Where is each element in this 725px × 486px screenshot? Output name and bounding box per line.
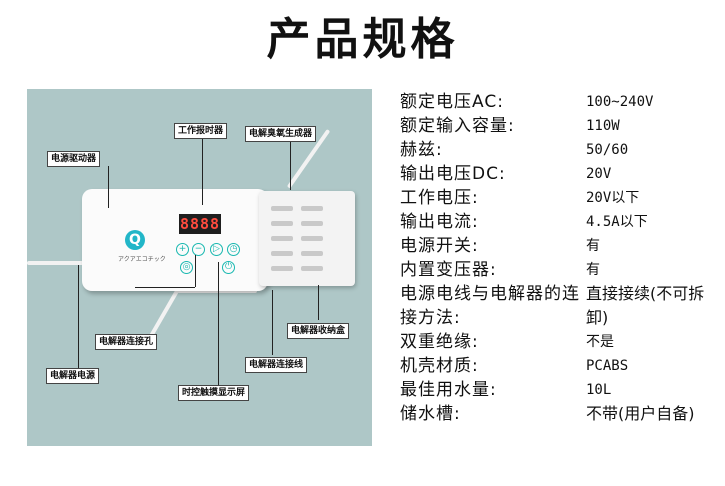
spec-value: 4.5A以下 [586, 214, 648, 230]
leader-line [290, 140, 291, 190]
label-electrolyzer-port: 电解器连接孔 [95, 334, 158, 350]
spec-row: 输出电流: 4.5A以下 [400, 210, 720, 234]
spec-row: 电源电线与电解器的连接方法:直接接续(不可拆卸) [400, 282, 720, 330]
spec-value: 50/60 [586, 142, 629, 158]
label-electrolyzer-ozone: 电解臭氧生成器 [245, 126, 317, 142]
spec-row: 工作电压: 20V以下 [400, 186, 720, 210]
spec-key: 额定电压AC: [400, 92, 504, 112]
ozone-generator-unit [259, 191, 355, 286]
spec-row: 电源开关: 有 [400, 234, 720, 258]
vent-slot [271, 266, 293, 271]
label-work-timer: 工作报时器 [174, 123, 228, 139]
spec-row: 额定输入容量: 110W [400, 114, 720, 138]
spec-key: 输出电压DC: [400, 164, 506, 184]
vent-slot [301, 251, 323, 256]
plus-button-icon: + [176, 243, 189, 256]
vent-slot [301, 206, 323, 211]
spec-value: 110W [586, 118, 620, 134]
connection-cable [147, 287, 181, 341]
mode-button-icon: ◎ [180, 261, 193, 274]
cable-bottom [177, 289, 257, 293]
vent-slot [301, 221, 323, 226]
leader-line [78, 265, 79, 370]
spec-row: 储水槽: 不带(用户自备) [400, 402, 720, 450]
spec-key: 双重绝缘: [400, 332, 479, 352]
spec-row: 内置变压器: 有 [400, 258, 720, 282]
leader-line [202, 137, 203, 205]
spec-row: 赫兹: 50/60 [400, 138, 720, 162]
spec-key: 工作电压: [400, 188, 479, 208]
spec-row: 最佳用水量: 10L [400, 378, 720, 402]
vent-slot [301, 236, 323, 241]
spec-key: 内置变压器: [400, 260, 497, 280]
vent-slot [301, 266, 323, 271]
spec-table: 额定电压AC: 100~240V 额定输入容量: 110W 赫兹: 50/60 输出电… [400, 90, 720, 450]
leader-line [195, 255, 196, 287]
spec-value: 直接接续(不可拆卸) [586, 284, 705, 327]
vent-slot [271, 221, 293, 226]
power-driver-unit: 8888 + − ▷ ◷ ◎ ⏻ Q アクアエコチック [82, 189, 268, 291]
page-title: 产品规格 [266, 14, 459, 65]
spec-row: 双重绝缘: 不是 [400, 330, 720, 354]
spec-key: 电源开关: [400, 236, 479, 256]
power-cable [27, 261, 87, 265]
leader-line [135, 287, 195, 288]
spec-key: 电源电线与电解器的连接方法: [400, 284, 580, 328]
spec-value: 20V以下 [586, 190, 640, 206]
spec-value: 10L [586, 382, 612, 398]
minus-button-icon: − [192, 243, 205, 256]
spec-value: 不带(用户自备) [586, 404, 695, 423]
led-display: 8888 [179, 214, 221, 234]
spec-value: 100~240V [586, 94, 654, 110]
start-button-icon: ▷ [210, 243, 223, 256]
brand-logo-icon: Q [125, 230, 145, 250]
spec-key: 额定输入容量: [400, 116, 515, 136]
spec-key: 储水槽: [400, 404, 461, 424]
label-touch-display: 时控触摸显示屏 [178, 385, 250, 401]
label-electrolyzer-cable: 电解器连接线 [245, 357, 308, 373]
spec-key: 赫兹: [400, 140, 443, 160]
spec-key: 最佳用水量: [400, 380, 497, 400]
vent-slot [271, 251, 293, 256]
spec-key: 机壳材质: [400, 356, 479, 376]
leader-line [108, 166, 109, 208]
timer-button-icon: ◷ [227, 243, 240, 256]
spec-value: 有 [586, 262, 600, 278]
spec-value: 不是 [586, 334, 614, 350]
spec-value: 有 [586, 238, 600, 254]
brand-text: アクアエコチック [118, 256, 166, 263]
spec-row: 机壳材质: PCABS [400, 354, 720, 378]
label-electrolyzer-box: 电解器收纳盒 [287, 323, 350, 339]
label-electrolyzer-power: 电解器电源 [46, 368, 100, 384]
label-power-driver: 电源驱动器 [47, 151, 101, 167]
spec-row: 额定电压AC: 100~240V [400, 90, 720, 114]
vent-slot [271, 236, 293, 241]
spec-value: 20V [586, 166, 612, 182]
leader-line [272, 290, 273, 355]
spec-row: 输出电压DC: 20V [400, 162, 720, 186]
power-button-icon: ⏻ [222, 261, 235, 274]
leader-line [218, 262, 219, 385]
leader-line [318, 285, 319, 320]
spec-key: 输出电流: [400, 212, 479, 232]
vent-slot [271, 206, 293, 211]
spec-value: PCABS [586, 358, 629, 374]
